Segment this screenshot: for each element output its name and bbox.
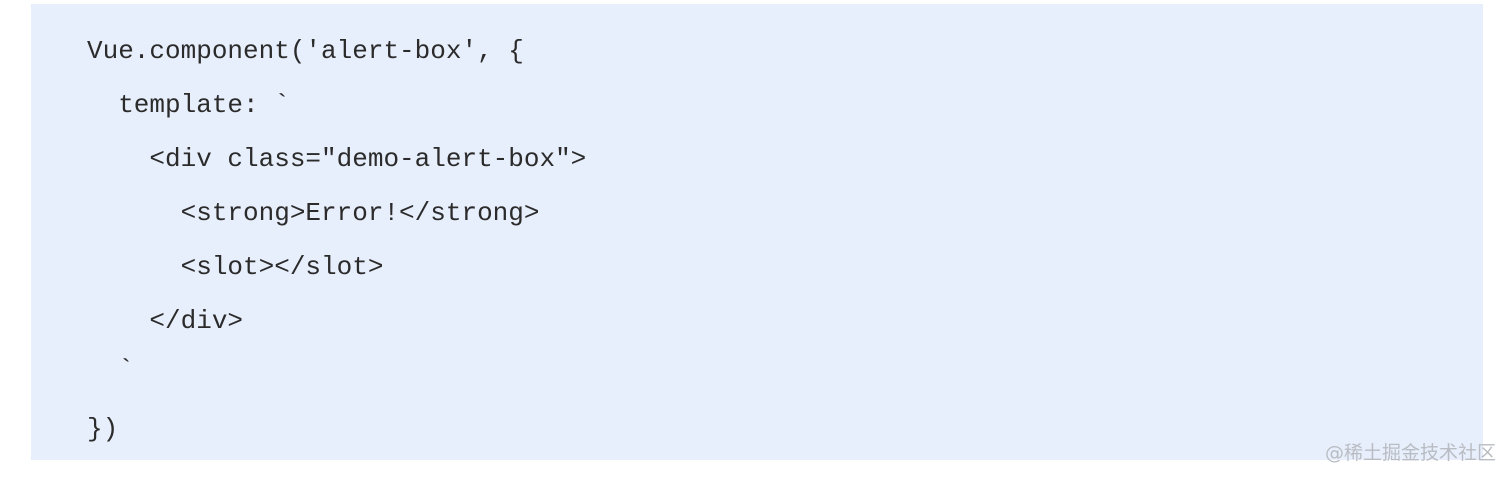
code-line-1: Vue.component('alert-box', { bbox=[87, 36, 524, 66]
code-line-5: <slot></slot> bbox=[87, 252, 384, 282]
code-line-4: <strong>Error!</strong> bbox=[87, 198, 540, 228]
watermark-text: @稀土掘金技术社区 bbox=[1324, 442, 1496, 464]
code-line-2: template: ` bbox=[87, 90, 290, 120]
code-line-7: ` bbox=[87, 355, 134, 385]
code-line-6: </div> bbox=[87, 306, 244, 336]
code-block: Vue.component('alert-box', { template: `… bbox=[31, 4, 1483, 460]
code-line-8: }) bbox=[87, 414, 119, 444]
code-line-3: <div class="demo-alert-box"> bbox=[87, 144, 587, 174]
